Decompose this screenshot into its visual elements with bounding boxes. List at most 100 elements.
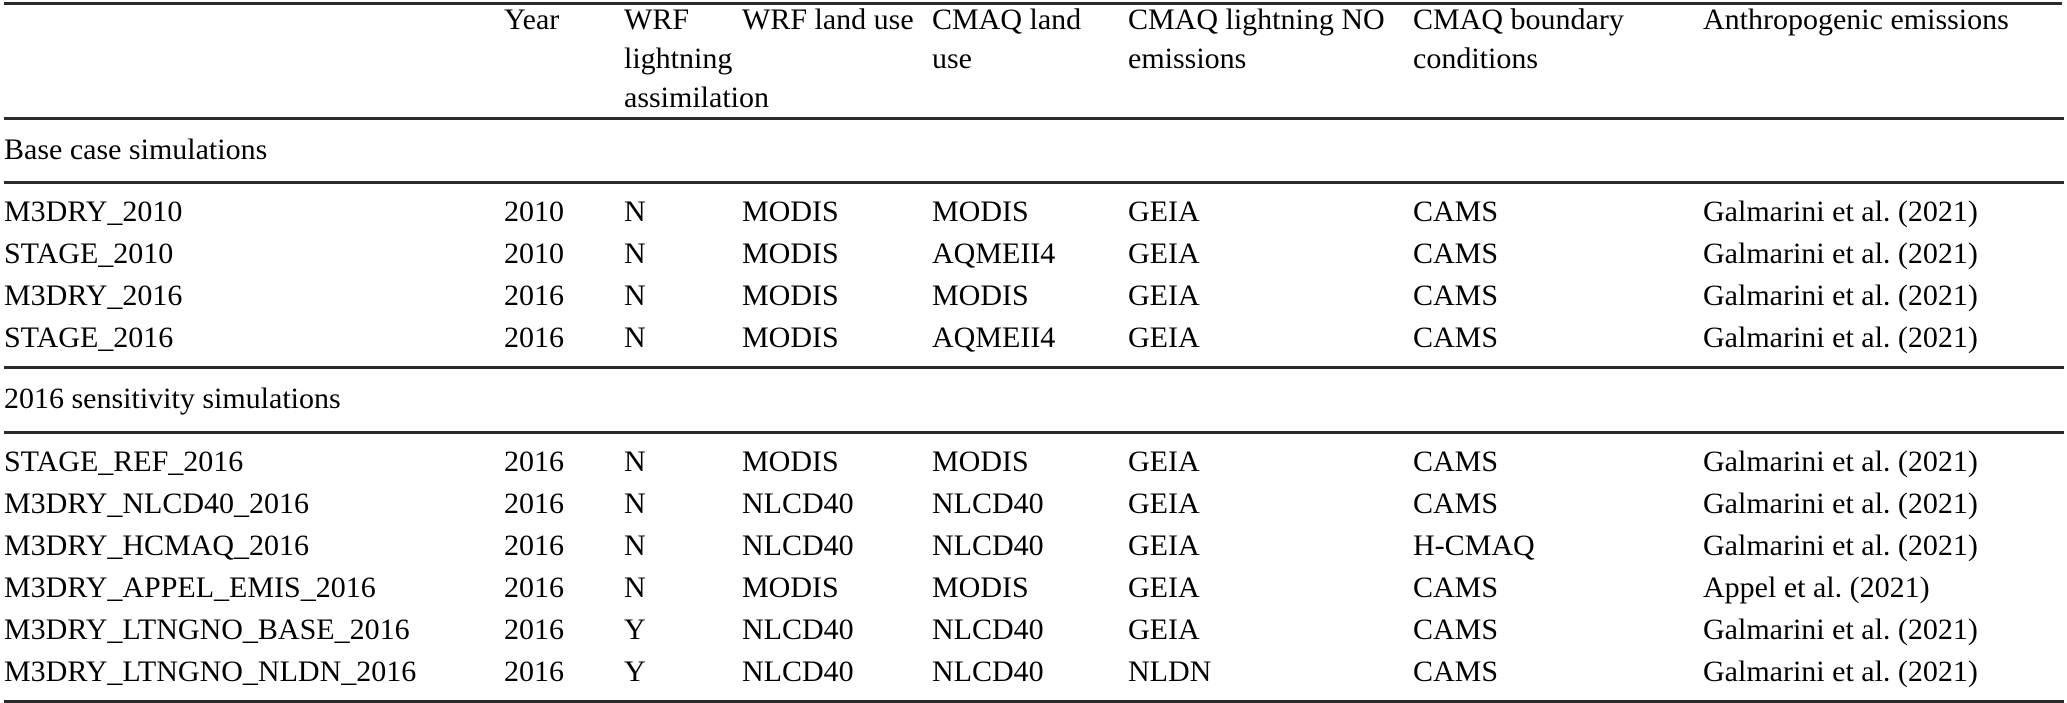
cell-anthropogenic-emissions: Galmarini et al. (2021) [1703,528,1978,562]
table-container: Year WRF lightning assimilation WRF land… [4,0,2064,703]
cell-year: 2016 [504,528,564,562]
column-header-cmaq-boundary-conditions: CMAQ boundary conditions [1413,0,1703,120]
cell-name: M3DRY_APPEL_EMIS_2016 [4,570,376,604]
column-header-name [4,0,504,120]
cell-wrf-lightning-assimilation: N [624,317,742,370]
cell-cmaq-boundary-conditions: H-CMAQ [1413,528,1535,562]
cell-wrf-land-use: MODIS [742,237,839,271]
cell-wrf-land-use: NLCD40 [742,612,854,646]
cell-cmaq-lightning-no-emissions: GEIA [1128,195,1200,229]
cell-cmaq-land-use: MODIS [932,195,1029,229]
table-row: M3DRY_2010 2010 N MODIS MODIS GEIA CAMS … [4,183,2064,234]
column-header-anthropogenic-emissions: Anthropogenic emissions [1703,0,2064,120]
cell-cmaq-boundary-conditions: CAMS [1413,612,1499,646]
table-row: STAGE_REF_2016 2016 N MODIS MODIS GEIA C… [4,432,2064,483]
table-top-rule [4,2,2062,5]
column-header-cmaq-lightning-no-emissions: CMAQ lightning NO emissions [1128,0,1413,120]
cell-name: M3DRY_2010 [4,195,183,229]
cell-cmaq-land-use: AQMEII4 [932,317,1128,370]
cell-cmaq-land-use: AQMEII4 [932,237,1056,271]
cell-cmaq-lightning-no-emissions: GEIA [1128,279,1200,313]
column-header-cmaq-land-use: CMAQ land use [932,0,1128,120]
section-title-base-case: Base case simulations [4,118,2064,185]
table-row: M3DRY_2016 2016 N MODIS MODIS GEIA CAMS … [4,275,2064,317]
cell-year: 2016 [504,612,564,646]
cell-wrf-lightning-assimilation: N [624,486,646,520]
table-header: Year WRF lightning assimilation WRF land… [4,0,2064,120]
table-row: M3DRY_HCMAQ_2016 2016 N NLCD40 NLCD40 GE… [4,525,2064,567]
cell-anthropogenic-emissions: Galmarini et al. (2021) [1703,279,1978,313]
cell-cmaq-lightning-no-emissions: GEIA [1128,237,1200,271]
cell-cmaq-boundary-conditions: CAMS [1413,317,1703,370]
cell-anthropogenic-emissions: Galmarini et al. (2021) [1703,195,1978,229]
cell-name: STAGE_2010 [4,237,174,271]
cell-wrf-lightning-assimilation: N [624,195,646,229]
cell-year: 2016 [504,317,624,370]
cell-cmaq-lightning-no-emissions: GEIA [1128,528,1200,562]
cell-cmaq-lightning-no-emissions: GEIA [1128,444,1200,478]
cell-anthropogenic-emissions: Appel et al. (2021) [1703,570,1930,604]
column-header-wrf-land-use: WRF land use [742,0,932,120]
cell-wrf-land-use: MODIS [742,195,839,229]
section-title-sensitivity: 2016 sensitivity simulations [4,367,2064,434]
cell-cmaq-boundary-conditions: CAMS [1413,486,1499,520]
cell-anthropogenic-emissions: Galmarini et al. (2021) [1703,237,1978,271]
cell-wrf-land-use: MODIS [742,570,839,604]
cell-name: STAGE_2016 [4,317,504,370]
cell-cmaq-land-use: MODIS [932,279,1029,313]
cell-year: 2016 [504,279,564,313]
table-header-row: Year WRF lightning assimilation WRF land… [4,0,2064,120]
cell-cmaq-land-use: MODIS [932,444,1029,478]
cell-wrf-lightning-assimilation: N [624,237,646,271]
cell-year: 2010 [504,237,564,271]
table-row: STAGE_2016 2016 N MODIS AQMEII4 GEIA CAM… [4,317,2064,370]
cell-cmaq-lightning-no-emissions: GEIA [1128,317,1413,370]
cell-cmaq-lightning-no-emissions: GEIA [1128,570,1200,604]
cell-cmaq-boundary-conditions: CAMS [1413,237,1499,271]
cell-anthropogenic-emissions: Galmarini et al. (2021) [1703,612,1978,646]
cell-wrf-lightning-assimilation: Y [624,612,646,646]
cell-cmaq-boundary-conditions: CAMS [1413,195,1499,229]
column-header-year: Year [504,0,624,120]
cell-year: 2010 [504,195,564,229]
cell-name: STAGE_REF_2016 [4,444,244,478]
table-row: M3DRY_LTNGNO_BASE_2016 2016 Y NLCD40 NLC… [4,609,2064,651]
cell-wrf-lightning-assimilation: N [624,570,646,604]
cell-wrf-land-use: MODIS [742,317,932,370]
cell-year: 2016 [504,570,564,604]
cell-name: M3DRY_NLCD40_2016 [4,486,310,520]
cell-wrf-land-use: MODIS [742,444,839,478]
table-body-sensitivity: 2016 sensitivity simulations STAGE_REF_2… [4,367,2064,703]
simulations-table: Year WRF lightning assimilation WRF land… [4,0,2064,703]
cell-cmaq-lightning-no-emissions: GEIA [1128,612,1200,646]
cell-cmaq-boundary-conditions: CAMS [1413,570,1499,604]
cell-name: M3DRY_2016 [4,279,183,313]
cell-anthropogenic-emissions: Galmarini et al. (2021) [1703,486,1978,520]
cell-name: M3DRY_LTNGNO_BASE_2016 [4,612,410,646]
cell-year: 2016 [504,444,564,478]
cell-wrf-land-use: MODIS [742,279,839,313]
cell-wrf-lightning-assimilation: N [624,279,646,313]
cell-wrf-lightning-assimilation: N [624,528,646,562]
table-body-base-case: Base case simulations M3DRY_2010 2010 N … [4,118,2064,370]
table-row: STAGE_2010 2010 N MODIS AQMEII4 GEIA CAM… [4,233,2064,275]
table-row: M3DRY_NLCD40_2016 2016 N NLCD40 NLCD40 G… [4,483,2064,525]
cell-wrf-land-use: NLCD40 [742,528,854,562]
cell-cmaq-land-use: MODIS [932,570,1029,604]
section-header-row: 2016 sensitivity simulations [4,367,2064,434]
section-header-row: Base case simulations [4,118,2064,185]
cell-wrf-land-use: NLCD40 [742,486,854,520]
table-row: M3DRY_APPEL_EMIS_2016 2016 N MODIS MODIS… [4,567,2064,609]
column-header-wrf-lightning-assimilation: WRF lightning assimilation [624,0,769,120]
cell-cmaq-land-use: NLCD40 [932,612,1044,646]
cell-year: 2016 [504,486,564,520]
cell-cmaq-lightning-no-emissions: GEIA [1128,486,1200,520]
cell-wrf-lightning-assimilation: N [624,444,646,478]
cell-cmaq-land-use: NLCD40 [932,486,1044,520]
cell-cmaq-boundary-conditions: CAMS [1413,279,1499,313]
cell-anthropogenic-emissions: Galmarini et al. (2021) [1703,317,2064,370]
cell-cmaq-boundary-conditions: CAMS [1413,444,1499,478]
cell-name: M3DRY_HCMAQ_2016 [4,528,310,562]
cell-cmaq-land-use: NLCD40 [932,528,1044,562]
cell-anthropogenic-emissions: Galmarini et al. (2021) [1703,444,1978,478]
